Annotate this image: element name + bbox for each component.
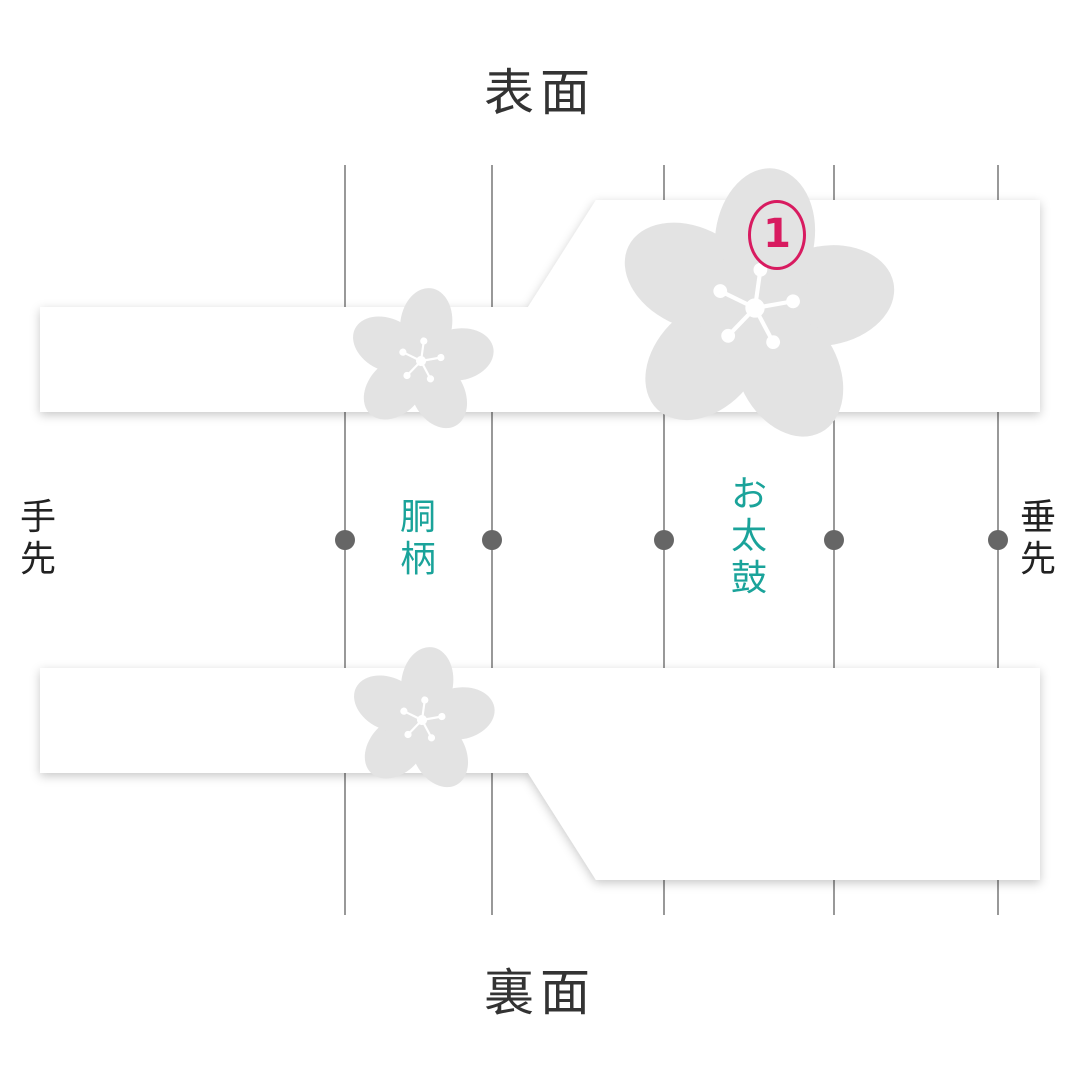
dou-zone-label: 胴柄	[399, 497, 436, 580]
marker-dot	[824, 530, 844, 550]
front-side-heading: 表面	[484, 64, 596, 122]
back-side-heading: 裏面	[484, 964, 596, 1022]
marker-dots	[335, 530, 1008, 550]
back-obi-band	[40, 668, 1040, 880]
taresaki-label: 垂先	[1019, 497, 1056, 580]
tesaki-label: 手先	[19, 497, 56, 580]
marker-dot	[654, 530, 674, 550]
marker-dot	[482, 530, 502, 550]
pattern-number-badge: 1	[748, 200, 806, 270]
otaiko-zone-label: お太鼓	[730, 474, 767, 599]
marker-dot	[335, 530, 355, 550]
marker-dot	[988, 530, 1008, 550]
